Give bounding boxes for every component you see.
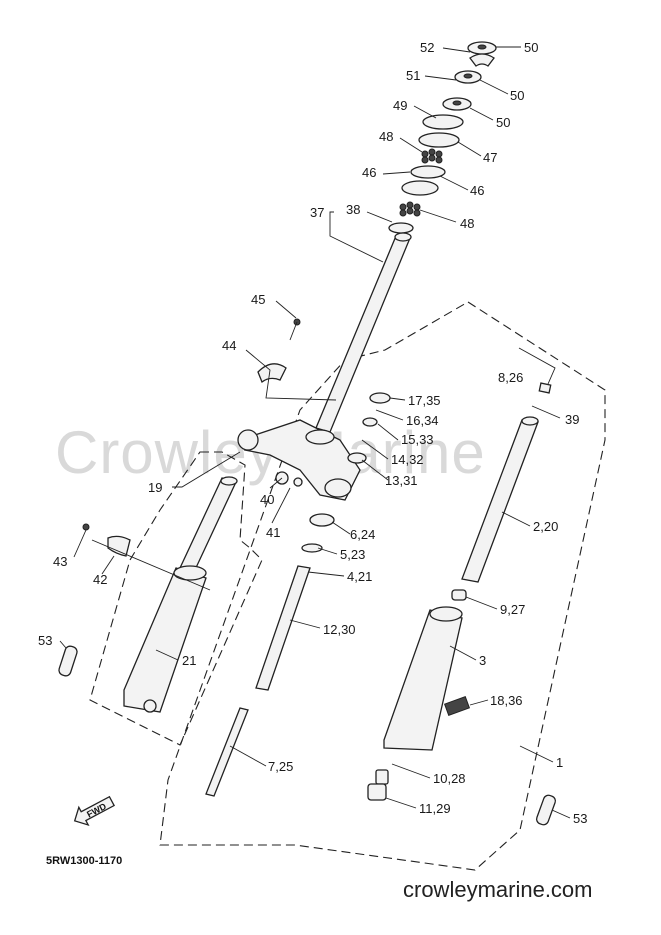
callout-19[interactable]: 19 xyxy=(148,480,162,495)
callout-12-30[interactable]: 12,30 xyxy=(323,622,356,637)
callout-18-36[interactable]: 18,36 xyxy=(490,693,523,708)
callout-labels: 52 50 51 50 49 50 48 47 46 46 37 38 48 4… xyxy=(38,40,587,826)
fwd-arrow-badge: FWD xyxy=(73,795,116,827)
callout-51[interactable]: 51 xyxy=(406,68,420,83)
callout-50[interactable]: 50 xyxy=(524,40,538,55)
left-fork-parts xyxy=(58,476,238,713)
callout-42[interactable]: 42 xyxy=(93,572,107,587)
callout-48[interactable]: 48 xyxy=(379,129,393,144)
assembly-boundary-left-fork xyxy=(89,451,263,746)
callout-13-31[interactable]: 13,31 xyxy=(385,473,418,488)
steering-stem xyxy=(237,232,412,501)
callout-15-33[interactable]: 15,33 xyxy=(401,432,434,447)
callout-43[interactable]: 43 xyxy=(53,554,67,569)
callout-14-32[interactable]: 14,32 xyxy=(391,452,424,467)
callout-37[interactable]: 37 xyxy=(310,205,324,220)
callout-5-23[interactable]: 5,23 xyxy=(340,547,365,562)
callout-53[interactable]: 53 xyxy=(573,811,587,826)
assembly-boundary-right-fork xyxy=(159,301,606,871)
callout-49[interactable]: 49 xyxy=(393,98,407,113)
callout-50[interactable]: 50 xyxy=(496,115,510,130)
callout-7-25[interactable]: 7,25 xyxy=(268,759,293,774)
top-bearing-stack xyxy=(388,41,497,234)
callout-8-26[interactable]: 8,26 xyxy=(498,370,523,385)
catalog-number: 5RW1300-1170 xyxy=(46,855,123,867)
callout-46[interactable]: 46 xyxy=(362,165,376,180)
website-footer[interactable]: crowleymarine.com xyxy=(403,877,593,902)
right-fork-parts xyxy=(367,382,557,826)
callout-16-34[interactable]: 16,34 xyxy=(406,413,439,428)
callout-39[interactable]: 39 xyxy=(565,412,579,427)
callout-50[interactable]: 50 xyxy=(510,88,524,103)
callout-3[interactable]: 3 xyxy=(479,653,486,668)
callout-38[interactable]: 38 xyxy=(346,202,360,217)
callout-1[interactable]: 1 xyxy=(556,755,563,770)
callout-53[interactable]: 53 xyxy=(38,633,52,648)
callout-9-27[interactable]: 9,27 xyxy=(500,602,525,617)
callout-6-24[interactable]: 6,24 xyxy=(350,527,375,542)
callout-46[interactable]: 46 xyxy=(470,183,484,198)
center-fork-parts xyxy=(205,392,391,797)
callout-47[interactable]: 47 xyxy=(483,150,497,165)
callout-11-29[interactable]: 11,29 xyxy=(419,801,451,816)
callout-48[interactable]: 48 xyxy=(460,216,474,231)
callout-2-20[interactable]: 2,20 xyxy=(533,519,558,534)
callout-17-35[interactable]: 17,35 xyxy=(408,393,441,408)
callout-45[interactable]: 45 xyxy=(251,292,265,307)
callout-41[interactable]: 41 xyxy=(266,525,280,540)
headlight-bracket xyxy=(257,318,301,384)
leader-lines xyxy=(59,46,571,819)
callout-52[interactable]: 52 xyxy=(420,40,434,55)
callout-21[interactable]: 21 xyxy=(182,653,196,668)
callout-40[interactable]: 40 xyxy=(260,492,274,507)
callout-10-28[interactable]: 10,28 xyxy=(433,771,466,786)
callout-44[interactable]: 44 xyxy=(222,338,236,353)
callout-4-21[interactable]: 4,21 xyxy=(347,569,372,584)
